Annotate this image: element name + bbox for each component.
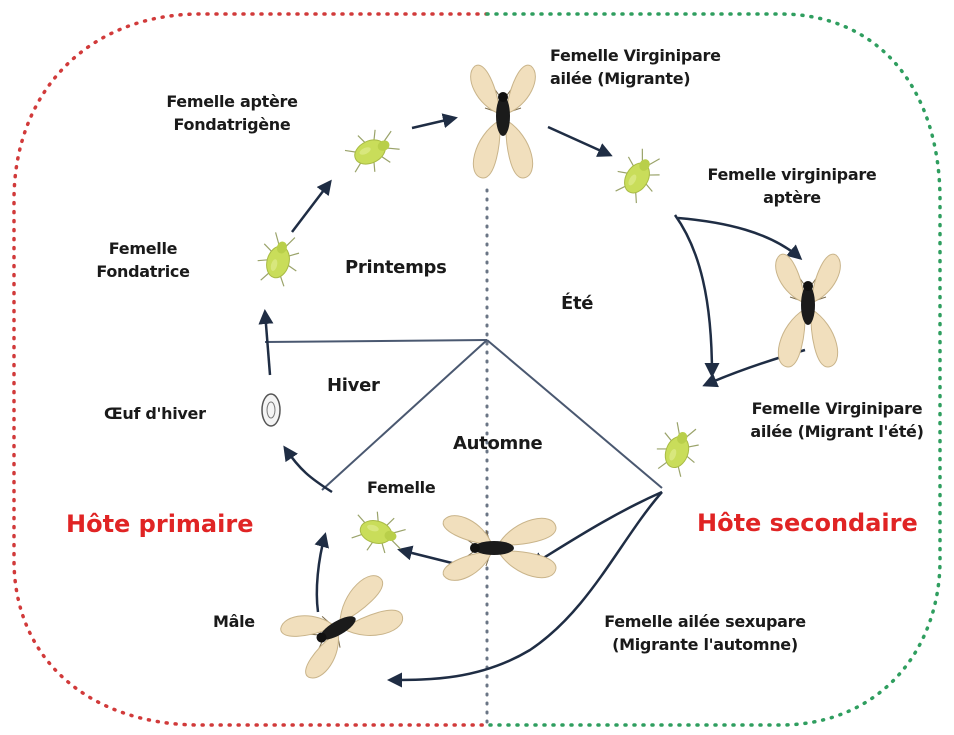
- label-oeuf-hiver: Œuf d'hiver: [104, 402, 206, 425]
- arrow-fondatrigene-to-migrante: [412, 118, 455, 128]
- label-fondatrice: Femelle Fondatrice: [96, 237, 189, 283]
- fondatrigene-aphid-icon: [342, 122, 404, 179]
- arrow-fondatrice-to-fondatrigene: [292, 182, 330, 232]
- arrow-aptere-to-winged: [678, 218, 800, 258]
- host-secondary-label: Hôte secondaire: [697, 512, 918, 535]
- egg-icon: [262, 394, 280, 426]
- fondatrice-aphid-icon: [253, 230, 305, 289]
- season-line-southwest: [322, 340, 487, 490]
- label-sexupare: Femelle ailée sexupare (Migrante l'autom…: [604, 610, 806, 656]
- season-autumn: Automne: [453, 432, 542, 455]
- arrow-femelle-to-oeuf: [285, 448, 332, 492]
- femelle-aphid-icon: [350, 507, 409, 559]
- host-primary-label: Hôte primaire: [66, 513, 253, 536]
- season-winter: Hiver: [327, 374, 380, 397]
- arrow-male-to-femelle: [317, 535, 325, 612]
- label-virginipare-ete: Femelle Virginipare ailée (Migrant l'été…: [750, 397, 923, 443]
- sexupare-winged-icon: [443, 516, 556, 581]
- season-spring: Printemps: [345, 256, 447, 279]
- season-summer: Été: [561, 292, 593, 315]
- virginipare-aptere-aphid-icon: [609, 144, 669, 207]
- arrow-migrante-to-aptere: [548, 127, 610, 155]
- label-male: Mâle: [213, 610, 255, 633]
- arrow-aptere-down: [675, 215, 712, 375]
- summer-winged-aphid-icon: [776, 254, 841, 367]
- label-virginipare-aptere: Femelle virginipare aptère: [708, 163, 877, 209]
- virginipare-ailee-winged-icon: [471, 65, 536, 178]
- migrant-ete-aphid-icon: [651, 419, 706, 480]
- label-femelle: Femelle: [367, 476, 435, 499]
- male-winged-icon: [278, 569, 408, 682]
- arrow-oeuf-to-fondatrice: [265, 312, 270, 375]
- season-line-southeast: [487, 340, 662, 488]
- season-line-west: [265, 340, 487, 342]
- label-fondatrigene: Femelle aptère Fondatrigène: [166, 90, 297, 136]
- label-virginipare-ailee: Femelle Virginipare ailée (Migrante): [550, 44, 721, 90]
